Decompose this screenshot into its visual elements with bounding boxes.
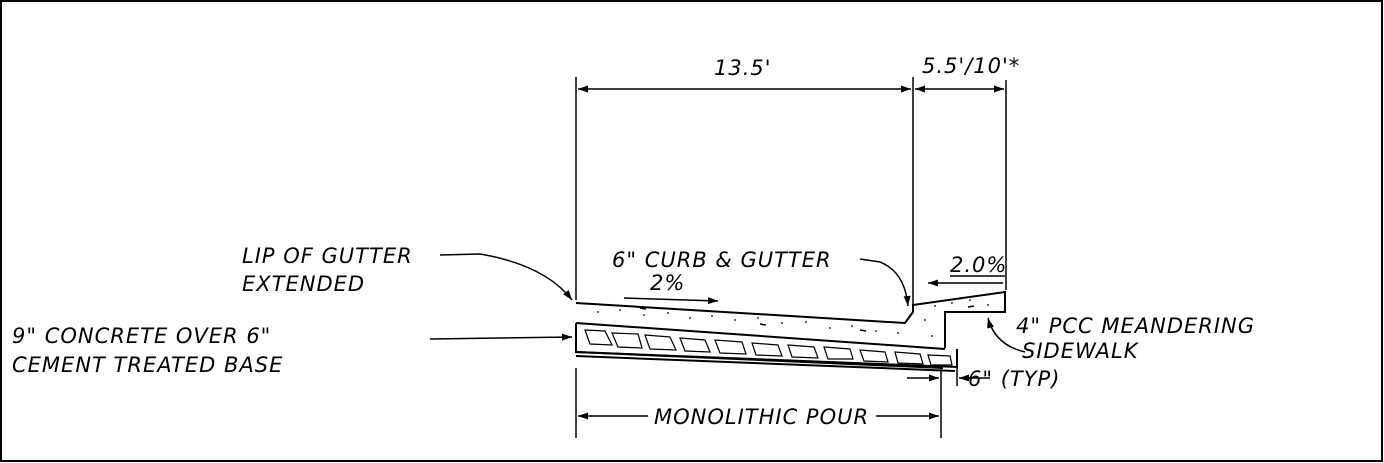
concrete-base-line2: CEMENT TREATED BASE [12,353,283,377]
lip-of-gutter-line2: EXTENDED [242,272,365,296]
dimension-roadway: 13.5' [578,56,911,93]
sidewalk-line2: SIDEWALK [1022,339,1140,363]
dimension-sidewalk-label: 5.5'/10'* [922,54,1020,78]
dimension-sidewalk: 5.5'/10'* [915,54,1020,93]
slope-gutter-label: 2% [650,271,685,295]
dimension-pour-label: MONOLITHIC POUR [654,405,869,429]
base-hatch [584,329,953,366]
dimension-roadway-label: 13.5' [714,56,772,80]
callout-concrete-base: 9" CONCRETE OVER 6" CEMENT TREATED BASE [12,324,573,377]
pavement-section [575,290,1006,372]
dimension-typ-label: 6" (TYP) [968,367,1060,391]
slope-sidewalk: 2.0% [928,253,1007,287]
concrete-hatch [597,299,989,337]
concrete-base-line1: 9" CONCRETE OVER 6" [12,324,271,348]
callout-sidewalk: 4" PCC MEANDERING SIDEWALK [987,314,1255,363]
sidewalk-line1: 4" PCC MEANDERING [1016,314,1255,338]
callout-curb-gutter: 6" CURB & GUTTER [612,248,911,307]
lip-of-gutter-line1: LIP OF GUTTER [242,244,413,268]
slope-sidewalk-label: 2.0% [950,253,1007,277]
dimension-typ: 6" (TYP) [907,367,1060,391]
curb-gutter-label: 6" CURB & GUTTER [612,248,832,272]
callout-lip-of-gutter: LIP OF GUTTER EXTENDED [242,244,573,301]
dimension-pour: MONOLITHIC POUR [578,405,939,429]
slope-gutter: 2% [623,271,719,305]
